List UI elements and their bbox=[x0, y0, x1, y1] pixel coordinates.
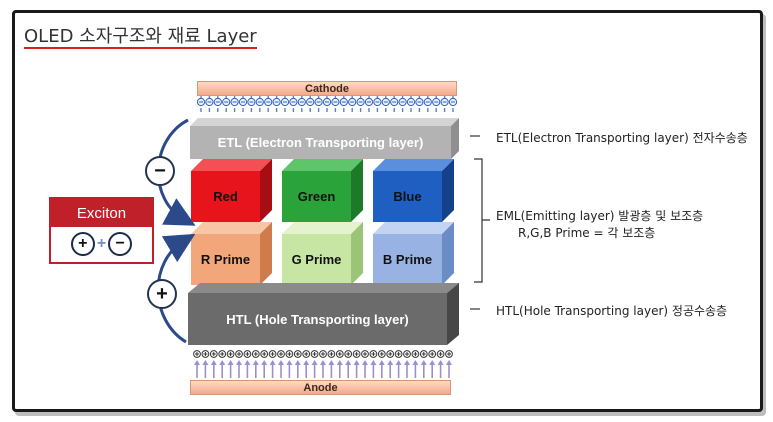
field-arrowhead bbox=[261, 360, 268, 365]
b-prime-label: B Prime bbox=[382, 252, 433, 267]
electron-charge-icon: − bbox=[145, 156, 175, 186]
eml-red-block bbox=[191, 159, 272, 222]
g-prime-label: G Prime bbox=[291, 252, 342, 267]
field-arrowhead bbox=[446, 360, 452, 365]
g-prime-block bbox=[282, 222, 363, 285]
hole-icon: + bbox=[70, 231, 95, 256]
eml-blue-block bbox=[373, 159, 454, 222]
field-arrowhead bbox=[353, 360, 360, 365]
eml-green-block bbox=[282, 159, 363, 222]
field-arrowhead bbox=[202, 360, 209, 365]
field-arrowhead bbox=[194, 360, 200, 365]
field-arrowhead bbox=[294, 360, 301, 365]
field-arrowhead bbox=[370, 360, 377, 365]
field-arrowhead bbox=[219, 360, 226, 365]
field-arrowhead bbox=[244, 360, 251, 365]
r-prime-label: R Prime bbox=[200, 252, 251, 267]
etl-annotation: ETL(Electron Transporting layer) 전자수송층 bbox=[496, 131, 748, 145]
field-arrowhead bbox=[328, 360, 335, 365]
field-arrowhead bbox=[420, 360, 427, 365]
field-arrowhead bbox=[362, 360, 368, 365]
exciton-pair: + + − bbox=[51, 227, 152, 260]
field-arrowhead bbox=[269, 360, 276, 365]
field-arrowhead bbox=[286, 360, 293, 365]
anode-layer: Anode bbox=[190, 380, 451, 395]
title-underline bbox=[24, 47, 257, 49]
field-arrowhead bbox=[429, 360, 436, 365]
field-arrowhead bbox=[404, 360, 410, 365]
electron-icon: − bbox=[108, 231, 133, 256]
exciton-box: Exciton + + − bbox=[49, 197, 154, 264]
field-arrows-up bbox=[194, 360, 452, 378]
field-arrowhead bbox=[227, 360, 234, 365]
exciton-label: Exciton bbox=[51, 199, 152, 227]
cathode-layer: Cathode bbox=[197, 81, 457, 96]
field-arrowhead bbox=[387, 360, 394, 365]
eml-blue-label: Blue bbox=[393, 189, 422, 204]
joiner-icon: + bbox=[96, 234, 107, 252]
field-arrowhead bbox=[345, 360, 352, 365]
field-arrowhead bbox=[311, 360, 318, 365]
eml-red-label: Red bbox=[213, 189, 238, 204]
htl-layer bbox=[188, 283, 459, 345]
page-title: OLED 소자구조와 재료 Layer bbox=[24, 26, 257, 47]
field-arrowhead bbox=[210, 360, 217, 365]
eml-bracket bbox=[474, 158, 490, 283]
etl-layer bbox=[190, 118, 459, 159]
field-arrowhead bbox=[395, 360, 402, 365]
field-arrowhead bbox=[252, 360, 259, 365]
eml-green-label: Green bbox=[297, 189, 336, 204]
b-prime-block bbox=[373, 222, 454, 285]
htl-annotation: HTL(Hole Transporting layer) 정공수송층 bbox=[496, 304, 728, 318]
field-arrowhead bbox=[412, 360, 419, 365]
eml-annotation-line2: R,G,B Prime = 각 보조층 bbox=[518, 226, 656, 240]
field-arrowhead bbox=[303, 360, 310, 365]
htl-label: HTL (Hole Transporting layer) bbox=[226, 311, 409, 327]
field-arrowhead bbox=[437, 360, 444, 365]
hole-charge-icon: + bbox=[147, 279, 177, 309]
r-prime-block bbox=[191, 222, 272, 285]
electron-row bbox=[196, 97, 458, 107]
field-arrowhead bbox=[378, 360, 385, 365]
field-arrowhead bbox=[236, 360, 242, 365]
hole-row bbox=[193, 350, 453, 358]
field-arrowhead bbox=[320, 360, 326, 365]
field-arrowhead bbox=[278, 360, 284, 365]
eml-annotation-line1: EML(Emitting layer) 발광층 및 보조층 bbox=[496, 209, 704, 223]
etl-label: ETL (Electron Transporting layer) bbox=[217, 135, 424, 150]
field-arrowhead bbox=[336, 360, 343, 365]
